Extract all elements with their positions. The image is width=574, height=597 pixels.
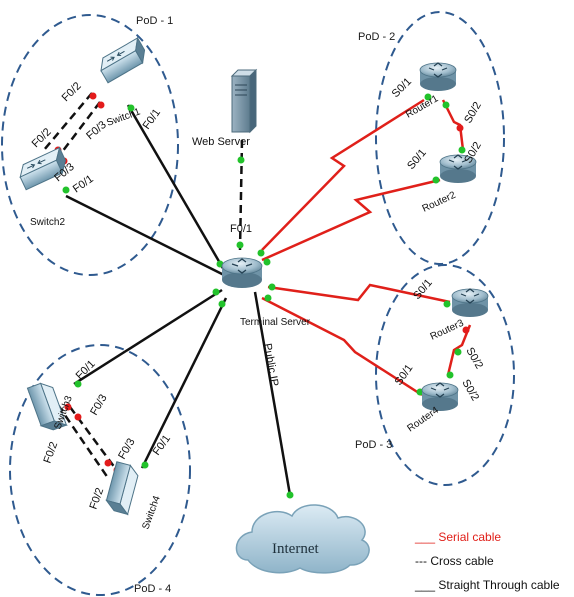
router1-label: Router1	[404, 93, 441, 121]
web-server-icon[interactable]	[230, 68, 258, 134]
ts-f01-label: F0/1	[230, 223, 252, 235]
switch3-icon[interactable]	[26, 380, 68, 433]
cable-switch1-ts	[126, 104, 226, 271]
r2-s01-label: S0/1	[405, 147, 429, 172]
public-ip-label: Public IP	[261, 342, 280, 387]
cable-router3-ts	[267, 283, 451, 304]
cable-router3-router4	[446, 324, 472, 376]
internet-cloud-icon[interactable]	[235, 504, 370, 574]
router4-icon[interactable]	[421, 382, 459, 411]
web-server-label: Web Server	[192, 136, 250, 148]
pod1-boundary	[1, 14, 179, 276]
cable-router2-ts	[261, 178, 441, 262]
r4-s02-label: S0/2	[459, 378, 481, 404]
cable-router1-router2	[441, 99, 465, 151]
sw2-f01-label: F0/1	[71, 173, 96, 195]
sw3-f03-label: F0/3	[88, 392, 109, 417]
legend-straight: ___ Straight Through cable	[414, 578, 560, 592]
pod3-label: PoD - 3	[355, 439, 392, 451]
cable-switch4-ts	[140, 297, 228, 469]
r3-s02-label: S0/2	[463, 346, 485, 372]
cable-router4-ts	[261, 296, 423, 397]
switch4-label: Switch4	[140, 494, 162, 531]
sw3-f01-label: F0/1	[74, 358, 98, 382]
pod2-label: PoD - 2	[358, 31, 395, 43]
internet-label: Internet	[272, 541, 319, 557]
router3-icon[interactable]	[451, 288, 489, 317]
r1-s01-label: S0/1	[390, 76, 414, 100]
sw4-f02-label: F0/2	[88, 486, 107, 511]
pod4-boundary	[9, 344, 191, 596]
r4-s01-label: S0/1	[393, 362, 416, 387]
port-indicators	[54, 92, 470, 499]
router1-icon[interactable]	[419, 62, 457, 91]
switch2-label: Switch2	[30, 217, 65, 228]
r2-s02-label: S0/2	[462, 140, 484, 166]
router4-label: Router4	[405, 405, 441, 435]
cable-ts-internet	[253, 291, 292, 496]
serial-cables	[261, 98, 472, 397]
switch2-icon[interactable]	[16, 146, 70, 191]
switch1-label: Switch1	[105, 106, 142, 128]
switch1-icon[interactable]	[96, 36, 150, 84]
router2-label: Router2	[421, 190, 458, 215]
sw2-f02-label: F0/2	[30, 126, 54, 150]
straight-through-cables	[65, 104, 292, 496]
switch4-icon[interactable]	[104, 461, 140, 516]
pod3-boundary	[375, 264, 515, 486]
r1-s02-label: S0/2	[462, 100, 484, 126]
cable-switch3-ts	[73, 288, 223, 386]
sw1-f03-label: F0/3	[84, 119, 109, 142]
cable-sw3-sw4-a	[56, 404, 110, 479]
legend-serial: ___ Serial cable	[414, 530, 501, 544]
sw1-f01-label: F0/1	[141, 107, 163, 132]
cross-cables	[43, 92, 244, 479]
router3-label: Router3	[429, 318, 466, 343]
sw4-f01-label: F0/1	[151, 433, 173, 458]
sw1-f02-label: F0/2	[60, 80, 84, 104]
terminal-server-label: Terminal Server	[240, 317, 311, 328]
cable-switch2-ts	[65, 194, 225, 277]
terminal-server-icon[interactable]	[221, 257, 263, 288]
router2-icon[interactable]	[439, 154, 477, 183]
sw3-f02-label: F0/2	[42, 440, 61, 465]
legend: ___ Serial cable --- Cross cable ___ Str…	[414, 530, 560, 592]
pod4-label: PoD - 4	[134, 583, 171, 595]
pod2-boundary	[375, 11, 505, 265]
pod1-label: PoD - 1	[136, 15, 173, 27]
legend-cross: --- Cross cable	[415, 554, 494, 568]
sw4-f03-label: F0/3	[116, 436, 137, 461]
cable-router1-ts	[261, 98, 425, 251]
